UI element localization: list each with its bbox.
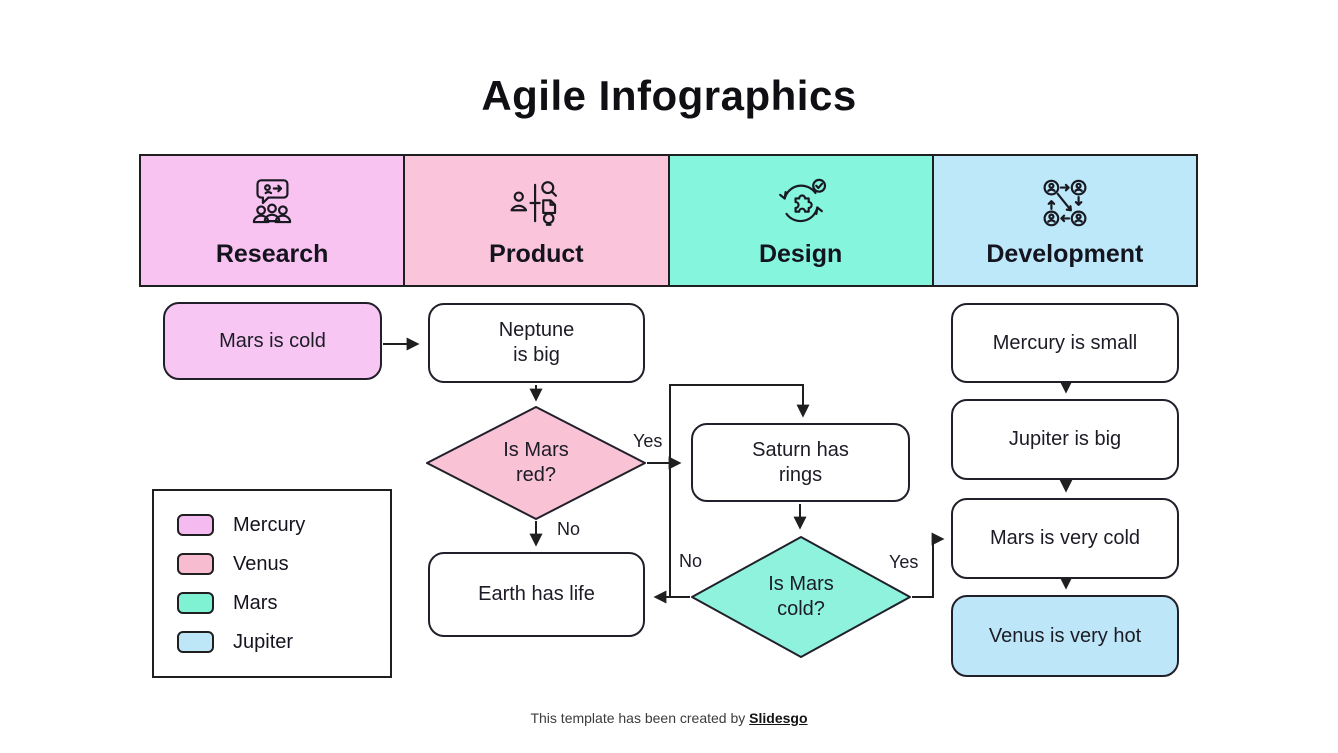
phase-label-design: Design (758, 239, 843, 268)
node-text: Venus is very hot (988, 624, 1142, 647)
node-text: Mars is cold (219, 329, 326, 352)
footer-credit: This template has been created by Slides… (0, 710, 1338, 726)
node-text: Jupiter is big (1008, 428, 1122, 450)
legend-item-venus: Venus (177, 553, 390, 576)
product-research-icon (507, 173, 565, 233)
legend-swatch-mars (177, 592, 214, 614)
flow-node-mars-is-cold: Mars is cold (163, 302, 382, 380)
phase-development: Development (931, 156, 1196, 285)
footer-credit-text: This template has been created by (530, 710, 746, 726)
legend-label: Venus (233, 552, 289, 575)
phase-label-development: Development (986, 239, 1144, 268)
decision-is-mars-cold (691, 536, 911, 658)
flow-node-mars-is-very-cold: Mars is very cold (951, 498, 1179, 579)
node-text: is big (513, 344, 560, 366)
node-text: rings (778, 463, 823, 486)
phase-research: Research (141, 156, 404, 285)
edge-loopback-to-saturn (669, 384, 810, 597)
legend-label: Jupiter (233, 630, 294, 653)
legend-label: Mars (233, 591, 278, 614)
node-text: Saturn has (752, 438, 849, 461)
flow-node-mercury-is-small: Mercury is small (951, 303, 1179, 383)
team-workflow-icon (1036, 173, 1094, 233)
decision-is-mars-red (426, 406, 646, 520)
node-text: Mercury is small (992, 331, 1138, 354)
edge-label-yes: Yes (889, 552, 919, 572)
flow-node-saturn-has-rings: Saturn has rings (691, 423, 910, 502)
legend-swatch-jupiter (177, 631, 214, 653)
edge-label-no: No (679, 551, 703, 571)
node-text: Neptune (498, 319, 575, 341)
edge-label-yes: Yes (633, 431, 663, 451)
legend-box: Mercury Venus Mars Jupiter (152, 489, 392, 678)
edge-ismarscold-yes-to-marsverycold (912, 532, 945, 598)
decision-text-is-mars-red: Is Mars red? (503, 439, 569, 486)
phase-label-research: Research (215, 239, 329, 268)
flow-node-neptune-is-big: Neptune is big (428, 303, 645, 383)
flow-node-jupiter-is-big: Jupiter is big (951, 399, 1179, 480)
phase-product: Product (403, 156, 668, 285)
phase-header-band: Research Product (139, 154, 1198, 287)
design-iteration-icon (772, 173, 830, 233)
audience-discussion-icon (243, 173, 301, 233)
edge-label-no: No (557, 519, 581, 539)
legend-swatch-venus (177, 553, 214, 575)
flow-node-venus-is-very-hot: Venus is very hot (951, 595, 1179, 677)
flow-node-earth-has-life: Earth has life (428, 552, 645, 637)
slidesgo-link[interactable]: Slidesgo (749, 710, 808, 726)
phase-label-product: Product (489, 239, 584, 268)
legend-label: Mercury (233, 513, 306, 536)
node-text: Mars is very cold (989, 527, 1141, 549)
legend-item-jupiter: Jupiter (177, 631, 390, 654)
legend-swatch-mercury (177, 514, 214, 536)
node-text: Earth has life (478, 583, 595, 605)
legend-item-mars: Mars (177, 592, 390, 615)
legend-item-mercury: Mercury (177, 514, 390, 537)
decision-text-is-mars-cold: Is Mars cold? (768, 573, 834, 620)
page-title: Agile Infographics (481, 72, 857, 119)
phase-design: Design (667, 156, 932, 285)
